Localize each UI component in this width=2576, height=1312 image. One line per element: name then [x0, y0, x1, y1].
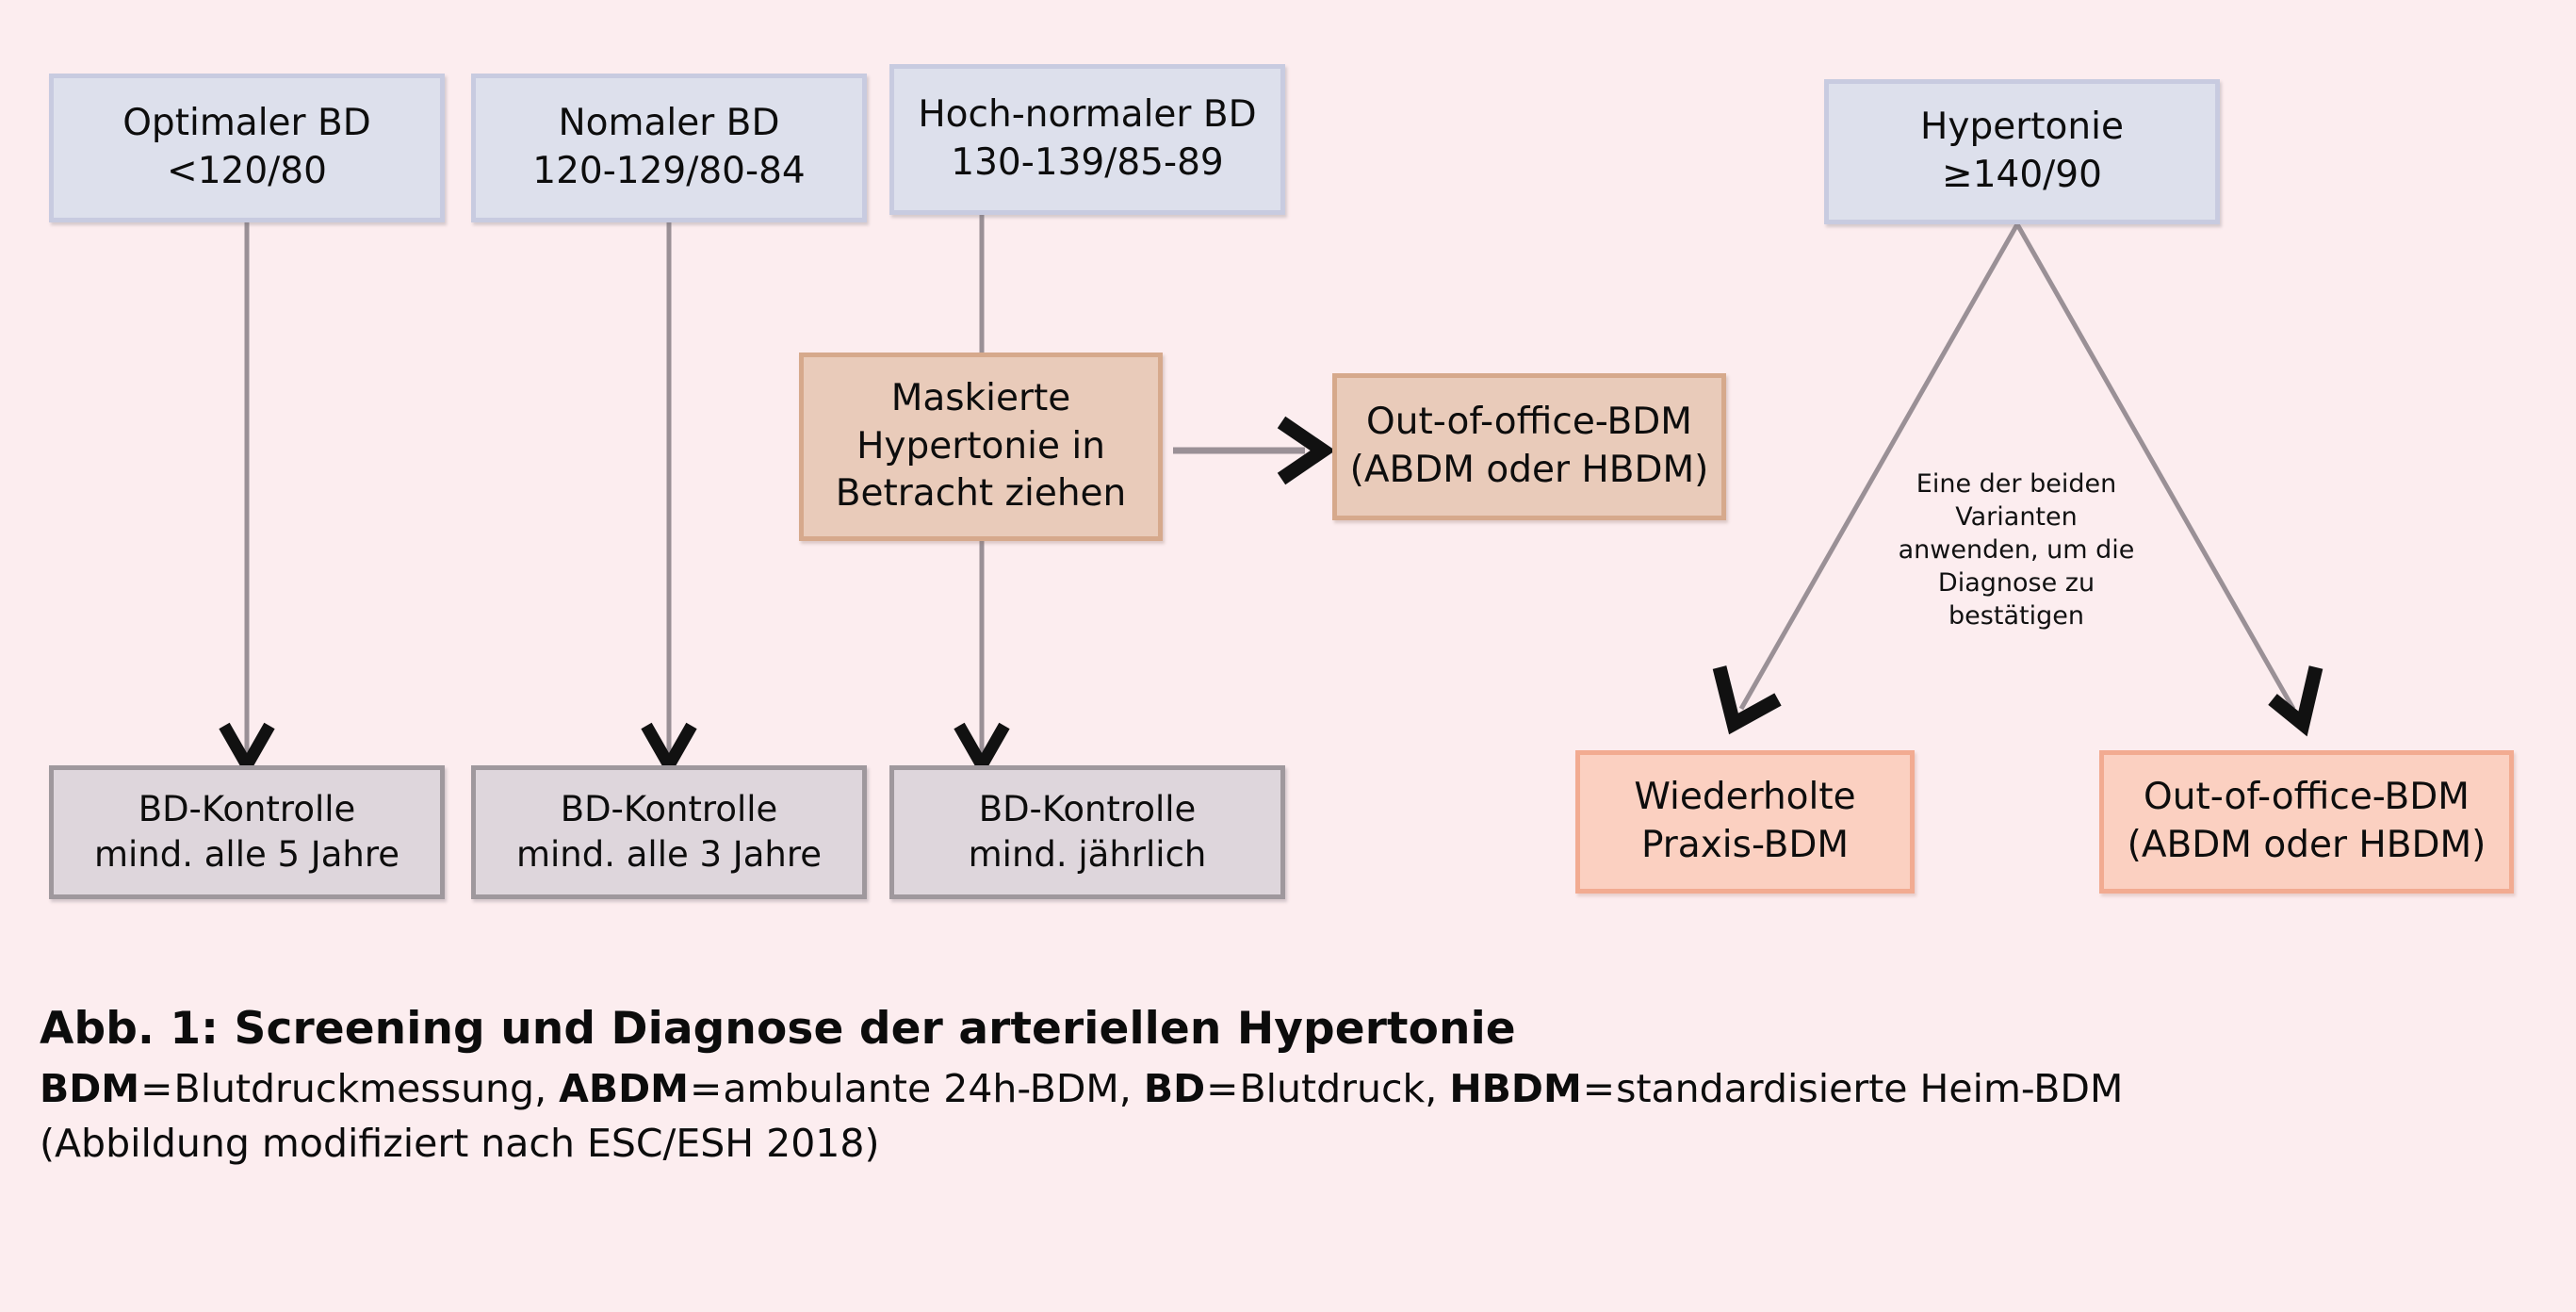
node-high-normal-bd[interactable]: Hoch-normaler BD 130-139/85-89: [889, 64, 1285, 215]
node-hypertonie-line2: ≥140/90: [1942, 154, 2102, 196]
legend-sep-2: =: [1206, 1066, 1239, 1111]
caption-title: Abb. 1: Screening und Diagnose der arter…: [40, 1003, 1516, 1055]
node-masked-hypertension-line3: Betracht ziehen: [835, 472, 1127, 516]
node-control5y-line2: mind. alle 5 Jahre: [93, 834, 400, 875]
connector-hypertonie-to-oobright: [2014, 222, 2296, 711]
figure-caption: Abb. 1: Screening und Diagnose der arter…: [40, 1003, 2565, 1166]
node-oob-mid-line1: Out-of-office-BDM: [1366, 401, 1692, 444]
node-masked-hypertension-line1: Maskierte: [890, 376, 1071, 419]
annotation-confirm-diagnosis: Eine der beiden Varianten anwenden, um d…: [1875, 467, 2158, 632]
node-optimal-bd-line1: Optimaler BD: [122, 102, 371, 145]
legend-sep-1: =: [689, 1066, 723, 1111]
node-optimal-bd-line2: <120/80: [167, 150, 327, 192]
arrowhead-control5y: [219, 722, 275, 779]
node-hypertonie-line1: Hypertonie: [1920, 106, 2124, 149]
node-optimal-bd[interactable]: Optimaler BD <120/80: [49, 74, 445, 222]
node-oob-right-line1: Out-of-office-BDM: [2144, 776, 2470, 819]
legend-def-abdm: ambulante 24h-BDM,: [723, 1066, 1144, 1111]
legend-abbr-hbdm: HBDM: [1449, 1066, 1582, 1111]
annotation-line4: Diagnose zu: [1937, 568, 2095, 599]
node-normal-bd[interactable]: Nomaler BD 120-129/80-84: [471, 74, 867, 222]
node-control3y-line1: BD-Kontrolle: [560, 788, 778, 829]
node-control5y-line1: BD-Kontrolle: [138, 788, 356, 829]
legend-abbr-bdm: BDM: [40, 1066, 140, 1111]
node-normal-bd-line2: 120-129/80-84: [532, 150, 806, 192]
node-control1y-line2: mind. jährlich: [968, 834, 1207, 875]
legend-abbr-bd: BD: [1143, 1066, 1206, 1111]
arrowhead-repeat-office: [1712, 665, 1782, 735]
node-repeat-office-bdm[interactable]: Wiederholte Praxis-BDM: [1575, 750, 1915, 894]
node-oob-right-line2: (ABDM oder HBDM): [2127, 824, 2486, 866]
node-out-of-office-bdm-middle[interactable]: Out-of-office-BDM (ABDM oder HBDM): [1332, 373, 1726, 520]
annotation-line5: bestätigen: [1948, 601, 2084, 631]
connector-hypertonie-to-repeat: [1738, 222, 2020, 711]
arrowhead-oob-right: [2268, 665, 2323, 737]
legend-sep-3: =: [1582, 1066, 1616, 1111]
annotation-line3: anwenden, um die: [1898, 535, 2135, 566]
node-control1y-line1: BD-Kontrolle: [978, 788, 1197, 829]
legend-def-hbdm: standardisierte Heim-BDM: [1616, 1066, 2124, 1111]
node-repeat-office-line2: Praxis-BDM: [1640, 824, 1850, 866]
node-bd-control-yearly[interactable]: BD-Kontrolle mind. jährlich: [889, 765, 1285, 899]
node-oob-mid-line2: (ABDM oder HBDM): [1349, 449, 1709, 491]
arrowhead-control3y: [641, 722, 697, 779]
node-normal-bd-line1: Nomaler BD: [558, 102, 780, 145]
caption-legend: BDM=Blutdruckmessung, ABDM=ambulante 24h…: [40, 1066, 2565, 1111]
node-masked-hypertension-line2: Hypertonie in: [856, 424, 1105, 467]
arrowhead-oob-mid: [1277, 416, 1336, 485]
node-control3y-line2: mind. alle 3 Jahre: [515, 834, 823, 875]
annotation-line1: Eine der beiden: [1916, 469, 2117, 499]
node-bd-control-5-years[interactable]: BD-Kontrolle mind. alle 5 Jahre: [49, 765, 445, 899]
annotation-line2: Varianten: [1955, 502, 2078, 533]
legend-def-bdm: Blutdruckmessung,: [173, 1066, 560, 1111]
node-masked-hypertension[interactable]: Maskierte Hypertonie in Betracht ziehen: [799, 353, 1163, 541]
legend-def-bd: Blutdruck,: [1239, 1066, 1450, 1111]
caption-source: (Abbildung modifiziert nach ESC/ESH 2018…: [40, 1121, 880, 1166]
node-out-of-office-bdm-right[interactable]: Out-of-office-BDM (ABDM oder HBDM): [2099, 750, 2514, 894]
node-bd-control-3-years[interactable]: BD-Kontrolle mind. alle 3 Jahre: [471, 765, 867, 899]
node-repeat-office-line1: Wiederholte: [1634, 776, 1856, 819]
arrowhead-control1y: [954, 722, 1010, 779]
legend-sep-0: =: [140, 1066, 173, 1111]
legend-abbr-abdm: ABDM: [559, 1066, 689, 1111]
node-hypertonie[interactable]: Hypertonie ≥140/90: [1824, 79, 2220, 224]
node-high-normal-bd-line2: 130-139/85-89: [951, 141, 1224, 184]
node-high-normal-bd-line1: Hoch-normaler BD: [918, 93, 1257, 137]
